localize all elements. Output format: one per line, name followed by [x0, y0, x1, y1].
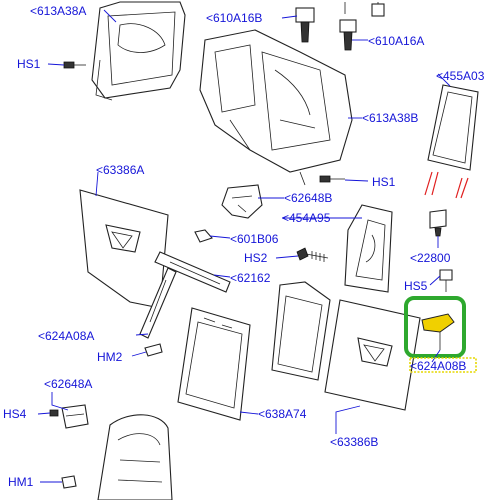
back-cover-center [271, 281, 331, 381]
label-62648A[interactable]: <62648A [44, 377, 92, 391]
seat-back-frame-left [91, 1, 186, 101]
label-610A16B[interactable]: <610A16B [206, 11, 262, 25]
label-hs1-top[interactable]: HS1 [17, 57, 41, 71]
label-613A38A[interactable]: <613A38A [30, 4, 86, 18]
back-cover-right-63386B [324, 299, 421, 411]
label-hs1-mid[interactable]: HS1 [372, 175, 396, 189]
label-22800[interactable]: <22800 [410, 251, 451, 265]
label-624A08B[interactable]: <624A08B [410, 359, 466, 373]
label-62648B[interactable]: <62648B [284, 191, 332, 205]
clip-22800 [429, 209, 447, 237]
bolt-hs2 [296, 247, 329, 262]
trim-strip-62162 [154, 251, 231, 293]
leader-lines [37, 9, 451, 483]
rear-panel-455A03 [424, 84, 479, 199]
lower-frame-638A74 [177, 307, 251, 421]
rail-left-624A08A [139, 267, 177, 339]
armrest-454A95 [344, 204, 393, 293]
screw-hs4 [49, 409, 59, 417]
lower-seat-back [97, 414, 173, 500]
bolt-hs5 [439, 269, 453, 292]
latch-bracket-62648B [221, 184, 263, 219]
label-63386A[interactable]: <63386A [96, 163, 144, 177]
label-62162[interactable]: <62162 [230, 271, 271, 285]
clip-601B06 [194, 229, 213, 243]
highlight-label-box [409, 357, 477, 373]
label-454A95[interactable]: <454A95 [282, 211, 331, 225]
label-601B06[interactable]: <601B06 [230, 232, 279, 246]
label-613A38B[interactable]: <613A38B [362, 111, 418, 125]
label-63386B[interactable]: <63386B [330, 435, 378, 449]
clip-hm2 [144, 343, 163, 357]
label-455A03[interactable]: <455A03 [436, 69, 485, 83]
label-624A08A[interactable]: <624A08A [38, 329, 94, 343]
clip-hm1 [61, 475, 77, 489]
label-638A74[interactable]: <638A74 [258, 407, 307, 421]
screw-hs1-mid [319, 175, 345, 183]
label-hs4[interactable]: HS4 [3, 407, 27, 421]
label-hs2[interactable]: HS2 [244, 251, 268, 265]
bracket-62648A [61, 404, 89, 429]
seat-back-frame-center [199, 29, 353, 186]
clip-624A08B-highlighted [421, 313, 455, 350]
screw-hs1-top [63, 61, 86, 69]
highlight-box [404, 296, 466, 358]
label-hm1[interactable]: HM1 [8, 475, 34, 489]
label-610A16A[interactable]: <610A16A [368, 34, 424, 48]
label-hs5[interactable]: HS5 [404, 279, 428, 293]
label-hm2[interactable]: HM2 [97, 350, 123, 364]
back-cover-left-63386A [79, 189, 169, 309]
headrest-guides [295, 2, 385, 51]
